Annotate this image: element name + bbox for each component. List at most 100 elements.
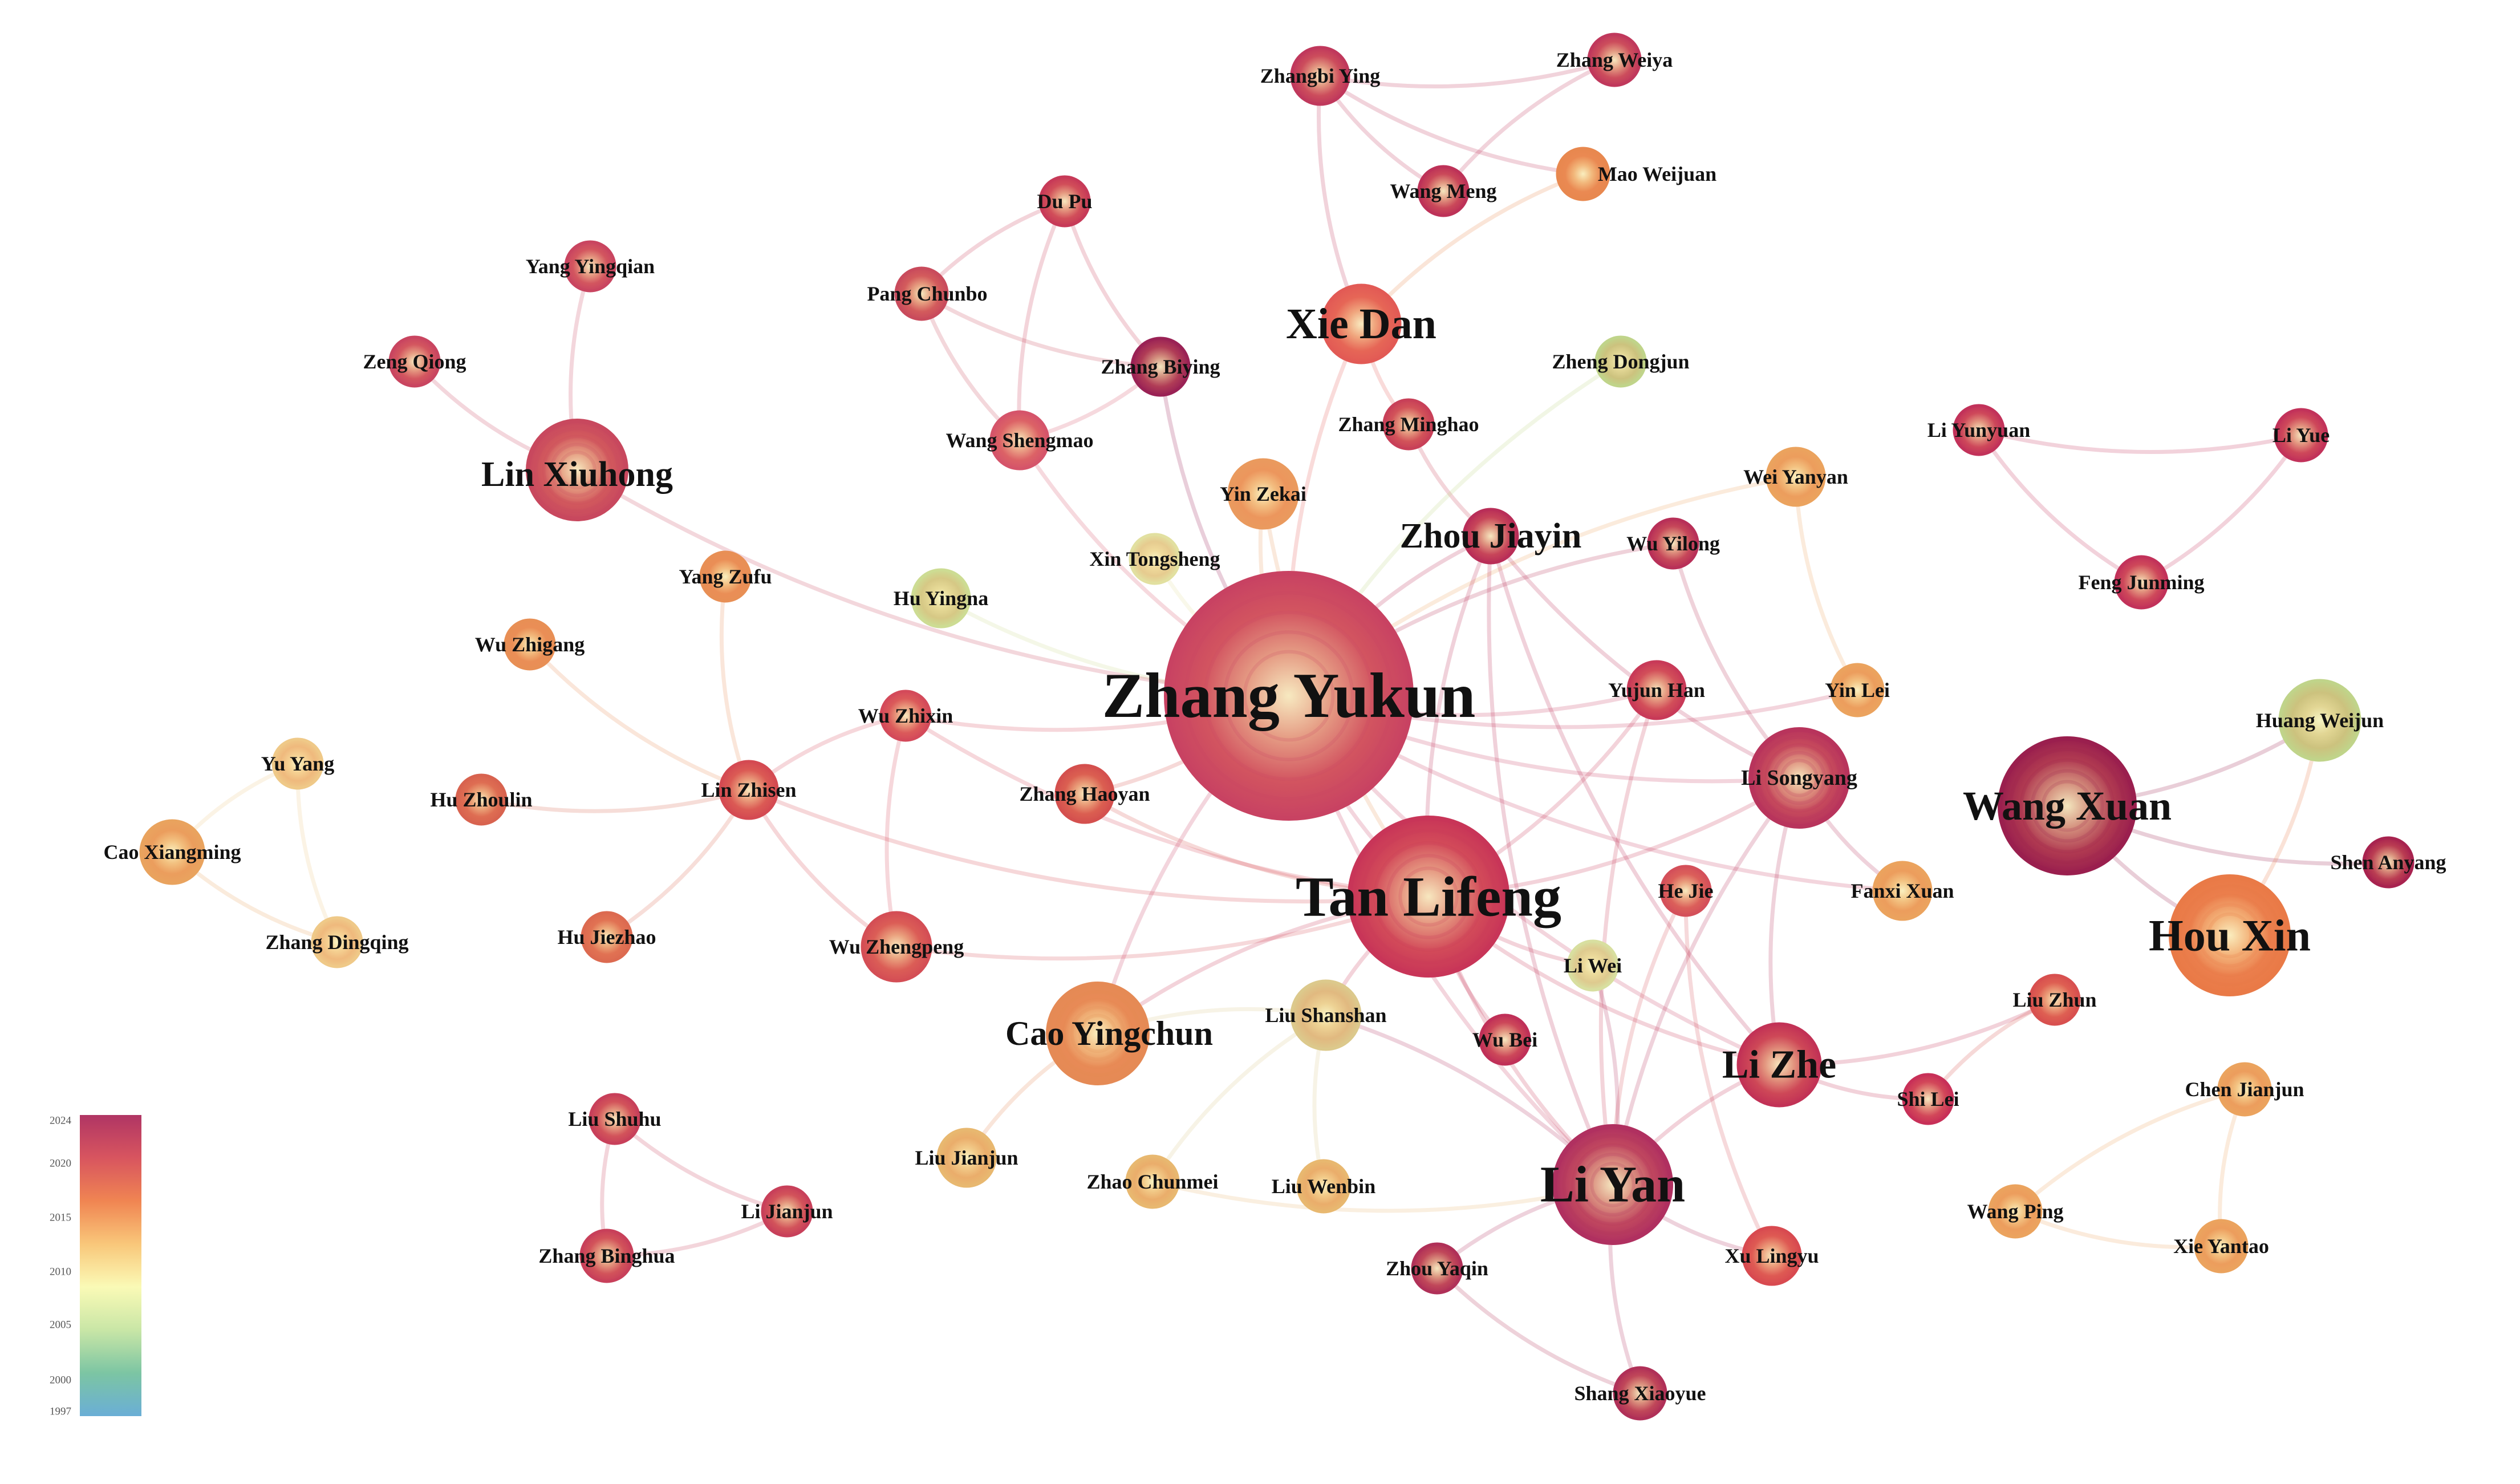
node-circle-wu-zhixin[interactable] xyxy=(879,690,932,742)
node-circle-zhou-jiayin[interactable] xyxy=(1462,508,1519,565)
node-circle-feng-junming[interactable] xyxy=(2114,555,2169,610)
node-circle-shang-xiaoyue[interactable] xyxy=(1613,1366,1667,1421)
node-circle-wu-bei[interactable] xyxy=(1479,1013,1531,1066)
node-lin-xiuhong[interactable]: Lin Xiuhong xyxy=(481,419,673,521)
node-huang-weijun[interactable]: Huang Weijun xyxy=(2256,679,2384,762)
node-circle-zhang-dingqing[interactable] xyxy=(311,916,363,968)
node-feng-junming[interactable]: Feng Junming xyxy=(2078,555,2205,610)
node-zhou-jiayin[interactable]: Zhou Jiayin xyxy=(1400,508,1582,565)
node-wu-zhixin[interactable]: Wu Zhixin xyxy=(858,690,953,742)
node-circle-du-pu[interactable] xyxy=(1038,175,1091,228)
node-circle-li-yan[interactable] xyxy=(1552,1124,1673,1245)
node-circle-shen-anyang[interactable] xyxy=(2362,836,2415,889)
node-circle-li-wei[interactable] xyxy=(1567,939,1619,992)
node-circle-huang-weijun[interactable] xyxy=(2278,679,2361,762)
node-mao-weijuan[interactable]: Mao Weijuan xyxy=(1556,147,1716,201)
node-fanxi-xuan[interactable]: Fanxi Xuan xyxy=(1851,861,1954,921)
node-circle-hu-yingna[interactable] xyxy=(911,568,971,629)
node-circle-wang-shengmao[interactable] xyxy=(989,410,1050,471)
node-xie-dan[interactable]: Xie Dan xyxy=(1286,283,1436,364)
node-circle-xie-yantao[interactable] xyxy=(2194,1219,2249,1274)
node-circle-liu-wenbin[interactable] xyxy=(1296,1159,1351,1214)
node-shang-xiaoyue[interactable]: Shang Xiaoyue xyxy=(1574,1366,1706,1421)
node-zhangbi-ying[interactable]: Zhangbi Ying xyxy=(1260,46,1380,106)
node-circle-yang-yingqian[interactable] xyxy=(564,240,616,293)
node-hu-jiezhao[interactable]: Hu Jiezhao xyxy=(557,911,656,963)
node-circle-yin-zekai[interactable] xyxy=(1227,458,1299,530)
node-zhang-dingqing[interactable]: Zhang Dingqing xyxy=(265,916,409,968)
node-zhang-binghua[interactable]: Zhang Binghua xyxy=(538,1228,675,1283)
node-circle-li-jianjun[interactable] xyxy=(761,1185,813,1238)
node-liu-shanshan[interactable]: Liu Shanshan xyxy=(1265,979,1387,1051)
node-shi-lei[interactable]: Shi Lei xyxy=(1897,1073,1959,1125)
node-zhang-haoyan[interactable]: Zhang Haoyan xyxy=(1019,764,1150,824)
node-circle-yujun-han[interactable] xyxy=(1626,660,1687,720)
node-pang-chunbo[interactable]: Pang Chunbo xyxy=(867,266,988,321)
node-xie-yantao[interactable]: Xie Yantao xyxy=(2173,1219,2269,1274)
node-circle-shi-lei[interactable] xyxy=(1902,1073,1954,1125)
node-wang-shengmao[interactable]: Wang Shengmao xyxy=(945,410,1094,471)
node-li-yue[interactable]: Li Yue xyxy=(2273,408,2330,463)
node-circle-wei-yanyan[interactable] xyxy=(1766,447,1826,507)
node-zhang-yukun[interactable]: Zhang Yukun xyxy=(1102,571,1476,821)
node-circle-zhang-weiya[interactable] xyxy=(1587,33,1642,87)
node-zhang-biying[interactable]: Zhang Biying xyxy=(1101,336,1220,397)
node-circle-liu-zhun[interactable] xyxy=(2028,974,2081,1026)
node-circle-lin-xiuhong[interactable] xyxy=(526,419,628,521)
node-zheng-dongjun[interactable]: Zheng Dongjun xyxy=(1552,335,1690,388)
node-hou-xin[interactable]: Hou Xin xyxy=(2149,874,2311,996)
node-yujun-han[interactable]: Yujun Han xyxy=(1608,660,1705,720)
node-hu-zhoulin[interactable]: Hu Zhoulin xyxy=(430,773,533,826)
node-circle-he-jie[interactable] xyxy=(1659,865,1712,917)
node-li-songyang[interactable]: Li Songyang xyxy=(1741,727,1857,829)
node-xin-tongsheng[interactable]: Xin Tongsheng xyxy=(1089,533,1220,585)
node-circle-yang-zufu[interactable] xyxy=(699,550,752,603)
node-circle-tan-lifeng[interactable] xyxy=(1348,816,1509,978)
node-liu-shuhu[interactable]: Liu Shuhu xyxy=(568,1093,662,1145)
node-li-yunyuan[interactable]: Li Yunyuan xyxy=(1927,404,2030,456)
node-circle-liu-shanshan[interactable] xyxy=(1290,979,1362,1051)
node-circle-li-yunyuan[interactable] xyxy=(1953,404,2005,456)
node-zhang-weiya[interactable]: Zhang Weiya xyxy=(1556,33,1673,87)
node-circle-lin-zhisen[interactable] xyxy=(719,760,779,820)
node-chen-jianjun[interactable]: Chen Jianjun xyxy=(2185,1062,2304,1117)
node-circle-li-yue[interactable] xyxy=(2274,408,2328,463)
node-cao-yingchun[interactable]: Cao Yingchun xyxy=(1005,982,1213,1085)
node-yin-lei[interactable]: Yin Lei xyxy=(1825,663,1890,717)
node-circle-chen-jianjun[interactable] xyxy=(2217,1062,2272,1117)
node-circle-cao-xiangming[interactable] xyxy=(139,819,205,885)
node-circle-xu-lingyu[interactable] xyxy=(1742,1226,1802,1286)
node-yu-yang[interactable]: Yu Yang xyxy=(261,737,334,790)
node-circle-zeng-qiong[interactable] xyxy=(388,335,441,388)
node-circle-zhou-yaqin[interactable] xyxy=(1411,1242,1463,1295)
node-li-wei[interactable]: Li Wei xyxy=(1564,939,1622,992)
node-hu-yingna[interactable]: Hu Yingna xyxy=(894,568,988,629)
node-circle-zhang-haoyan[interactable] xyxy=(1054,764,1115,824)
node-circle-hu-jiezhao[interactable] xyxy=(581,911,633,963)
node-circle-liu-jianjun[interactable] xyxy=(936,1128,997,1188)
node-circle-cao-yingchun[interactable] xyxy=(1046,982,1150,1085)
node-circle-li-songyang[interactable] xyxy=(1748,727,1850,829)
node-circle-yin-lei[interactable] xyxy=(1830,663,1885,717)
node-circle-mao-weijuan[interactable] xyxy=(1556,147,1610,201)
node-circle-wang-meng[interactable] xyxy=(1417,165,1470,217)
node-circle-zhang-yukun[interactable] xyxy=(1164,571,1414,821)
node-du-pu[interactable]: Du Pu xyxy=(1037,175,1093,228)
node-circle-wang-ping[interactable] xyxy=(1988,1184,2043,1239)
node-circle-yu-yang[interactable] xyxy=(271,737,324,790)
node-liu-wenbin[interactable]: Liu Wenbin xyxy=(1272,1159,1375,1214)
node-circle-zheng-dongjun[interactable] xyxy=(1594,335,1647,388)
node-circle-li-zhe[interactable] xyxy=(1736,1022,1822,1108)
node-wang-meng[interactable]: Wang Meng xyxy=(1390,165,1497,217)
node-circle-zhang-biying[interactable] xyxy=(1130,336,1191,397)
node-he-jie[interactable]: He Jie xyxy=(1658,865,1714,917)
node-circle-hou-xin[interactable] xyxy=(2169,874,2291,996)
node-zhou-yaqin[interactable]: Zhou Yaqin xyxy=(1386,1242,1488,1295)
node-li-zhe[interactable]: Li Zhe xyxy=(1722,1022,1836,1108)
node-circle-zhao-chunmei[interactable] xyxy=(1125,1154,1180,1209)
node-circle-hu-zhoulin[interactable] xyxy=(455,773,508,826)
node-liu-zhun[interactable]: Liu Zhun xyxy=(2012,974,2097,1026)
node-circle-wu-yilong[interactable] xyxy=(1647,517,1699,570)
node-circle-xin-tongsheng[interactable] xyxy=(1129,533,1181,585)
node-lin-zhisen[interactable]: Lin Zhisen xyxy=(701,760,797,820)
